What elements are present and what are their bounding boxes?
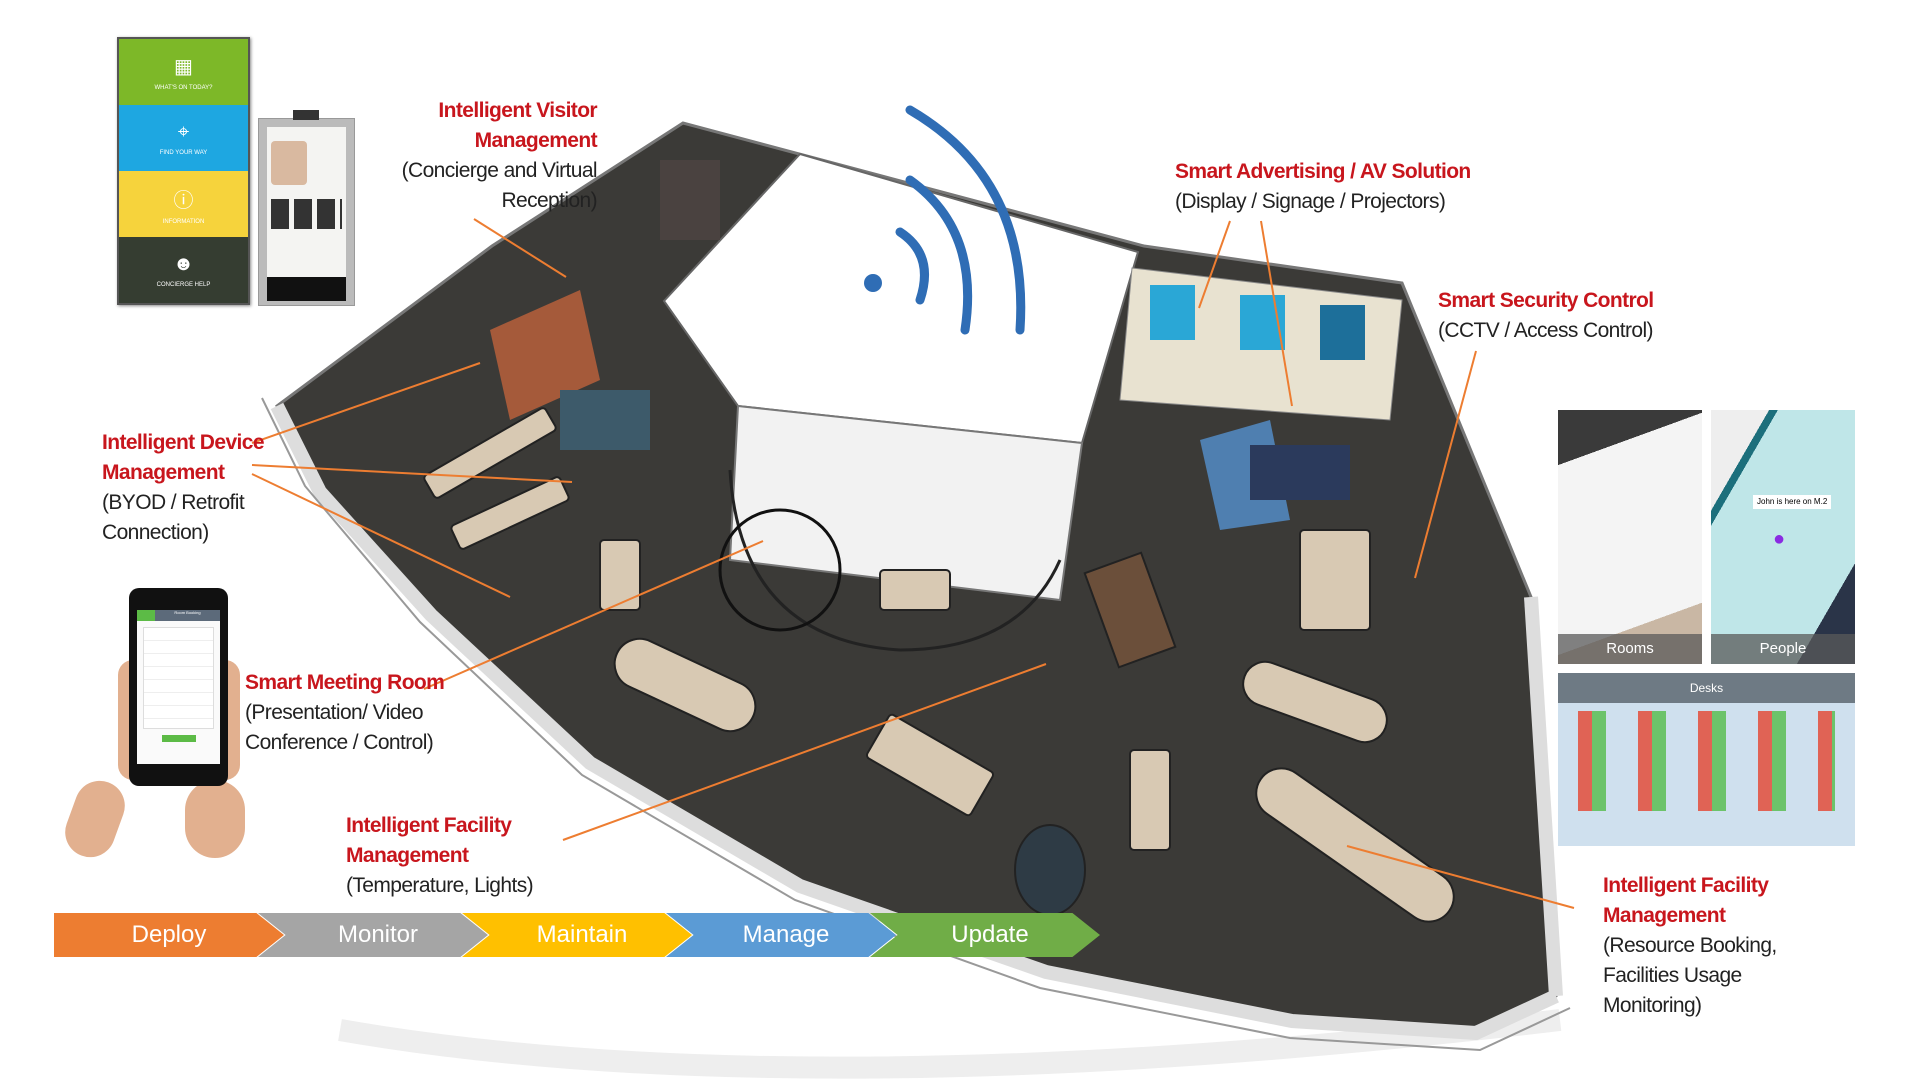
- booking-form: [143, 627, 214, 729]
- info-icon: ⓘ: [173, 189, 194, 212]
- desks-panel[interactable]: Desks: [1558, 673, 1855, 846]
- step-manage: Manage: [666, 913, 896, 957]
- rooms-panel[interactable]: Rooms: [1558, 410, 1702, 664]
- label-meeting-room: Smart Meeting Room (Presentation/ Video …: [245, 671, 445, 754]
- keypad: [271, 199, 342, 229]
- ceiling-core-room: [662, 152, 1140, 652]
- concierge-icon: ☻: [172, 252, 195, 275]
- kiosk-item-find-your-way[interactable]: ⌖FIND YOUR WAY: [119, 105, 248, 171]
- leader-lines: [251, 218, 1575, 909]
- calendar-icon: ▦: [174, 55, 193, 78]
- camera-icon: [293, 110, 319, 120]
- kiosk-item-concierge-help[interactable]: ☻CONCIERGE HELP: [119, 237, 248, 303]
- access-control-terminal: [258, 110, 355, 306]
- map-pin-icon: ⌖: [177, 120, 190, 143]
- palm: [185, 780, 245, 858]
- people-panel[interactable]: John is here on M.2 ● People: [1711, 410, 1855, 664]
- visitor-photo: [271, 141, 307, 185]
- step-deploy: Deploy: [54, 913, 284, 957]
- furniture: [423, 407, 1455, 923]
- people-tooltip: John is here on M.2: [1753, 495, 1832, 509]
- step-maintain: Maintain: [462, 913, 692, 957]
- reception-area: [490, 160, 720, 450]
- wifi-icon: [864, 105, 1026, 335]
- label-facility-management-left: Intelligent Facility Management (Tempera…: [346, 814, 534, 897]
- lifecycle-process: Deploy Monitor Maintain Manage Update: [54, 913, 1100, 957]
- label-visitor-management: Intelligent Visitor Management (Concierg…: [401, 99, 598, 212]
- step-update: Update: [870, 913, 1100, 957]
- label-facility-management-right: Intelligent Facility Management (Resourc…: [1603, 874, 1777, 1017]
- room-booking-tablet: Room Booking: [129, 588, 228, 786]
- label-smart-advertising: Smart Advertising / AV Solution (Display…: [1175, 160, 1471, 213]
- kiosk-item-whats-on[interactable]: ▦WHAT'S ON TODAY?: [119, 39, 248, 105]
- av-zone: [1119, 267, 1403, 530]
- step-monitor: Monitor: [258, 913, 488, 957]
- desk-occupancy-map: [1578, 711, 1835, 811]
- terminal-screen: [267, 127, 346, 277]
- location-pin-icon: ●: [1773, 528, 1786, 550]
- label-security-control: Smart Security Control (CCTV / Access Co…: [1438, 289, 1654, 342]
- book-button[interactable]: [161, 735, 196, 742]
- label-device-management: Intelligent Device Management (BYOD / Re…: [102, 431, 265, 544]
